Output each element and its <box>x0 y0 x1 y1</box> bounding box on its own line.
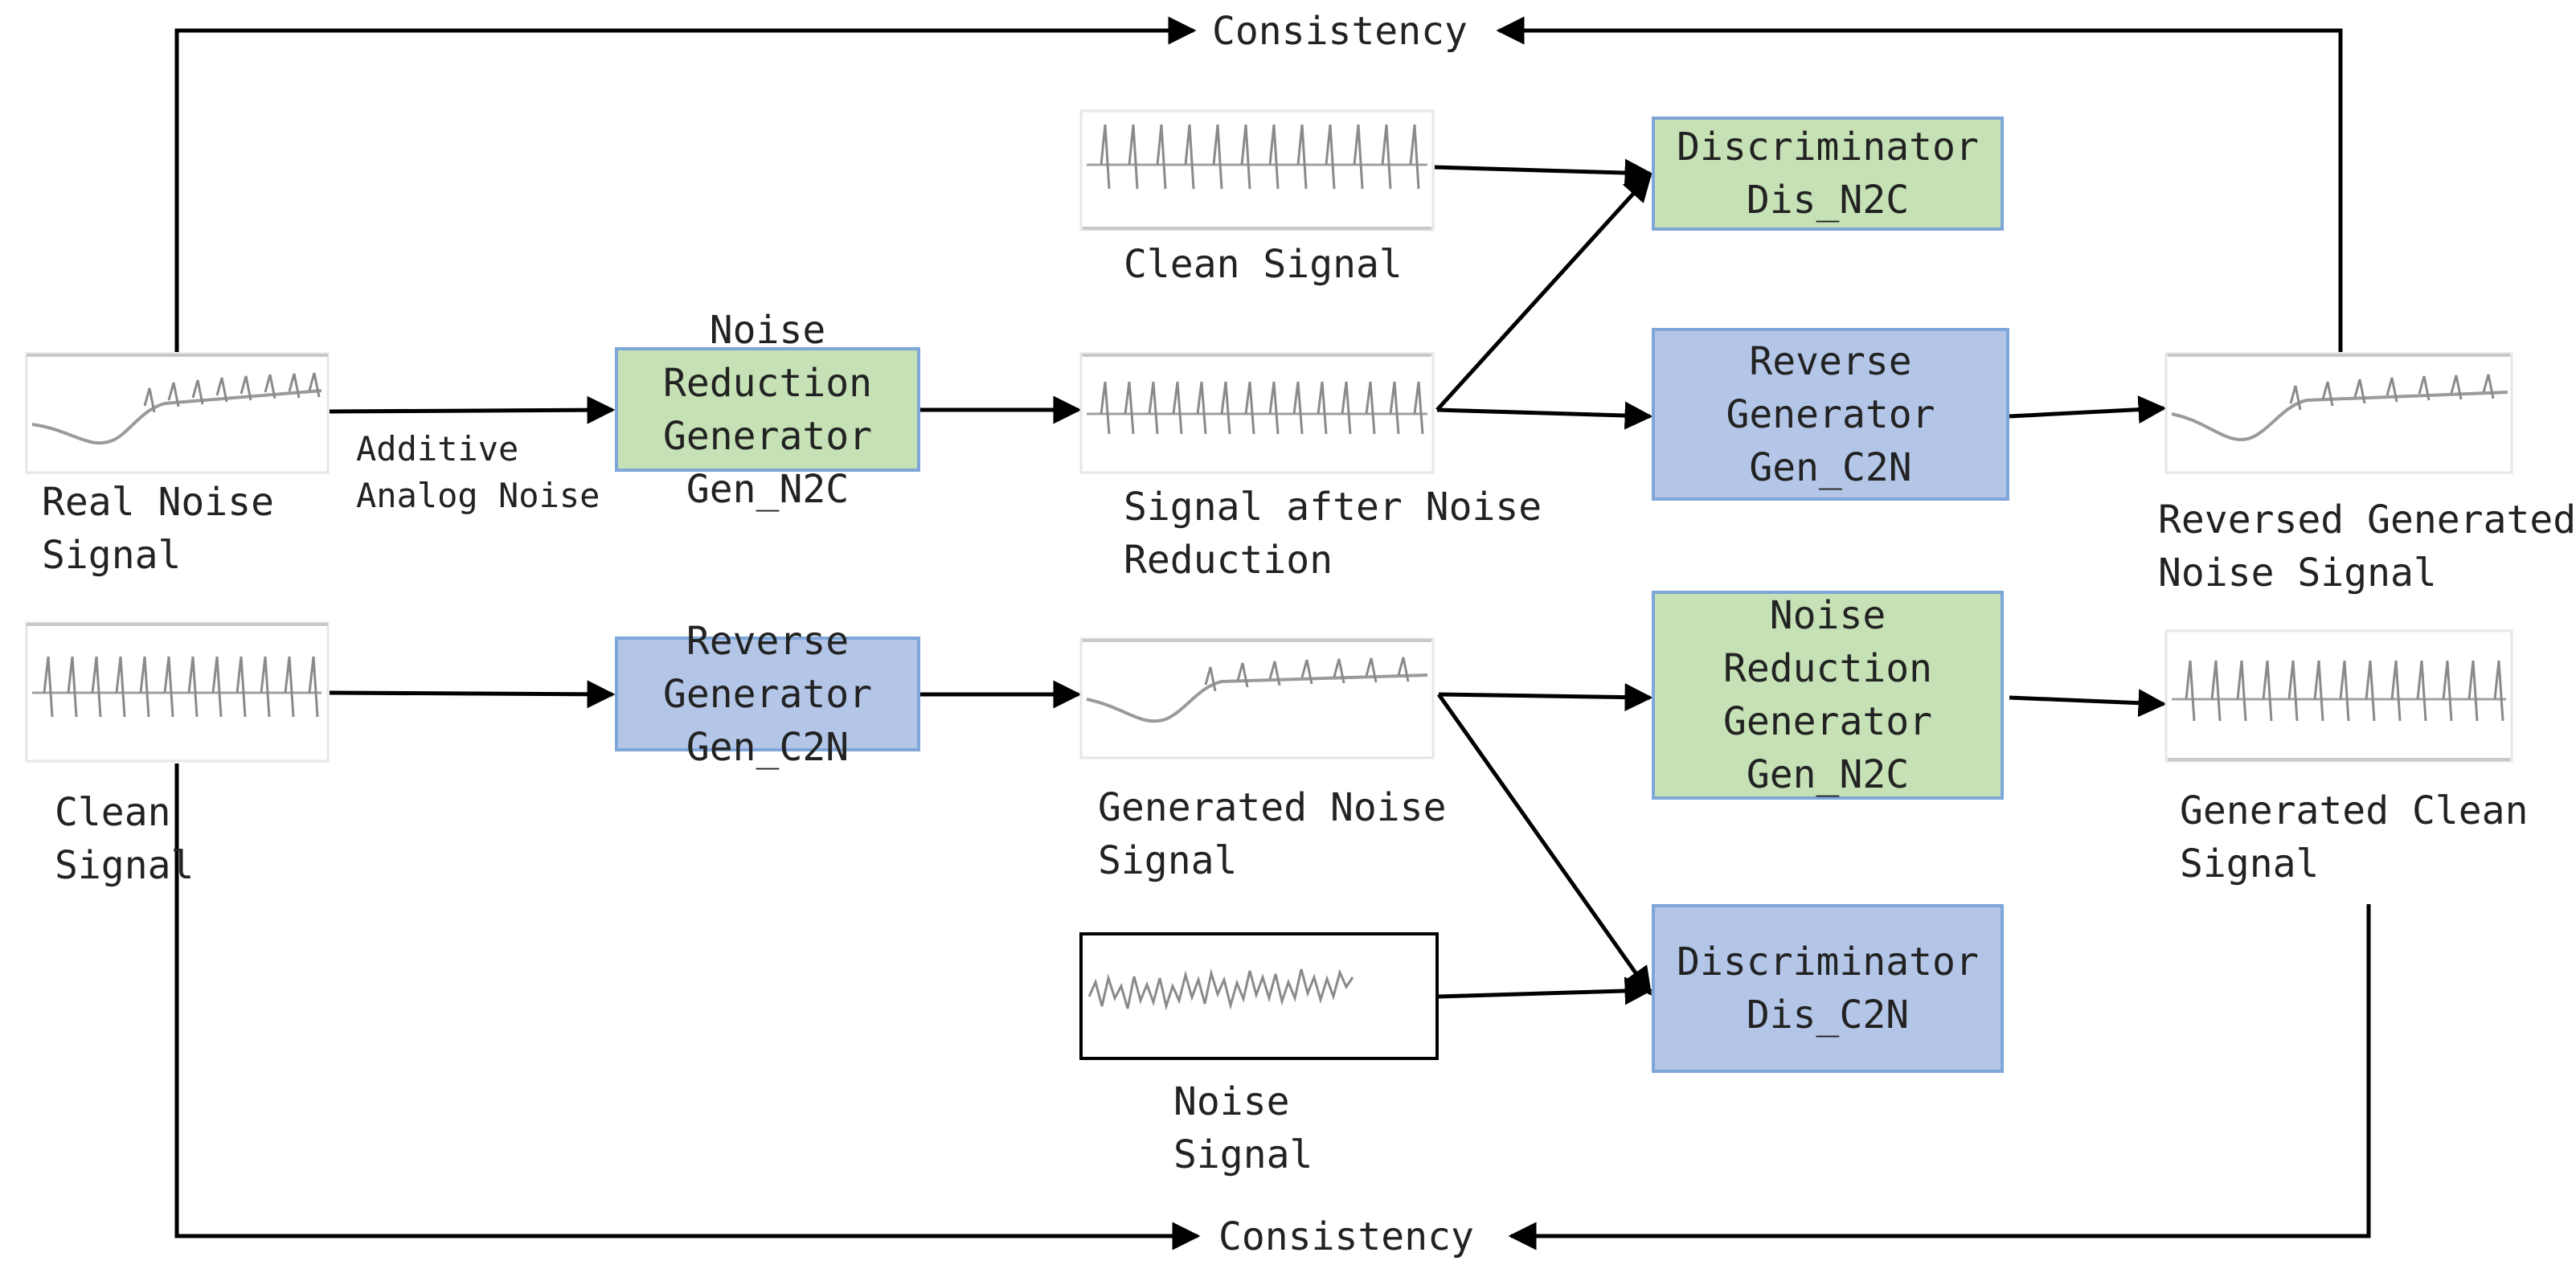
additive-noise-label-line1: Additive <box>356 429 519 469</box>
arrow-gen-n2c-to-gen-clean <box>2009 689 2167 718</box>
clean-input-label-line2: Signal <box>55 843 195 888</box>
waveform-after-reduction <box>1079 352 1435 474</box>
arrow-denoised-to-dis-n2c <box>1435 173 1652 411</box>
flow-arrows <box>329 158 2167 1005</box>
arrow-gen-noise-to-dis-c2n <box>1436 693 1652 996</box>
waveform-generated-noise <box>1079 637 1435 759</box>
real-noise-label-line1: Real Noise <box>42 480 274 525</box>
arrow-clean-to-gen-c2n <box>329 680 616 709</box>
arrow-real-noise-to-gen-n2c <box>329 395 616 424</box>
noise-signal-label-line2: Signal <box>1173 1132 1313 1177</box>
additive-noise-label-line2: Analog Noise <box>356 476 600 515</box>
waveform-clean-input <box>25 621 330 763</box>
clean-input-label-line1: Clean <box>55 790 171 835</box>
waveform-generated-clean <box>2164 629 2513 763</box>
real-noise-label-line2: Signal <box>42 533 182 578</box>
arrow-noise-to-dis-c2n <box>1438 976 1653 1005</box>
waveform-reversed-noise <box>2164 352 2513 474</box>
consistency-loop-bottom <box>174 763 2371 1251</box>
generated-clean-label-line2: Signal <box>2180 841 2320 886</box>
consistency-label-top: Consistency <box>1212 9 1468 54</box>
generated-clean-label-line1: Generated Clean <box>2180 788 2529 833</box>
dis-c2n-box: Discriminator Dis_C2N <box>1652 904 2004 1073</box>
dis-n2c-box: Discriminator Dis_N2C <box>1652 117 2004 231</box>
after-reduction-label-line2: Reduction <box>1124 538 1333 583</box>
gen-n2c-top-prefix: Noise <box>709 308 826 353</box>
consistency-loop-top <box>174 16 2343 352</box>
gen-n2c-top-box: Reduction Generator Gen_N2C <box>615 347 920 512</box>
gen-c2n-top-box: Reverse Generator Gen_C2N <box>1652 328 2009 501</box>
arrow-denoised-to-gen-c2n <box>1436 401 1653 430</box>
reversed-noise-label-line1: Reversed Generated <box>2158 497 2576 542</box>
noise-signal-label-line1: Noise <box>1173 1079 1290 1124</box>
arrow-gen-c2n-to-reversed <box>2009 395 2167 424</box>
consistency-label-bottom: Consistency <box>1218 1214 1474 1259</box>
gen-c2n-mid-box: Reverse Generator Gen_C2N <box>615 619 920 770</box>
waveform-real-noise <box>25 352 330 474</box>
gen-n2c-bottom-box: Noise Reduction Generator Gen_N2C <box>1652 591 2004 800</box>
generated-noise-label-line1: Generated Noise <box>1098 785 1447 830</box>
clean-signal-top-label: Clean Signal <box>1124 242 1403 287</box>
arrow-clean-to-dis-n2c <box>1434 158 1653 187</box>
waveform-noise-signal <box>1079 932 1439 1060</box>
reversed-noise-label-line2: Noise Signal <box>2158 551 2437 596</box>
after-reduction-label-line1: Signal after Noise <box>1124 485 1542 530</box>
arrow-gen-noise-to-gen-n2c <box>1438 683 1653 712</box>
generated-noise-label-line2: Signal <box>1098 838 1238 883</box>
waveform-clean-top <box>1079 109 1435 231</box>
